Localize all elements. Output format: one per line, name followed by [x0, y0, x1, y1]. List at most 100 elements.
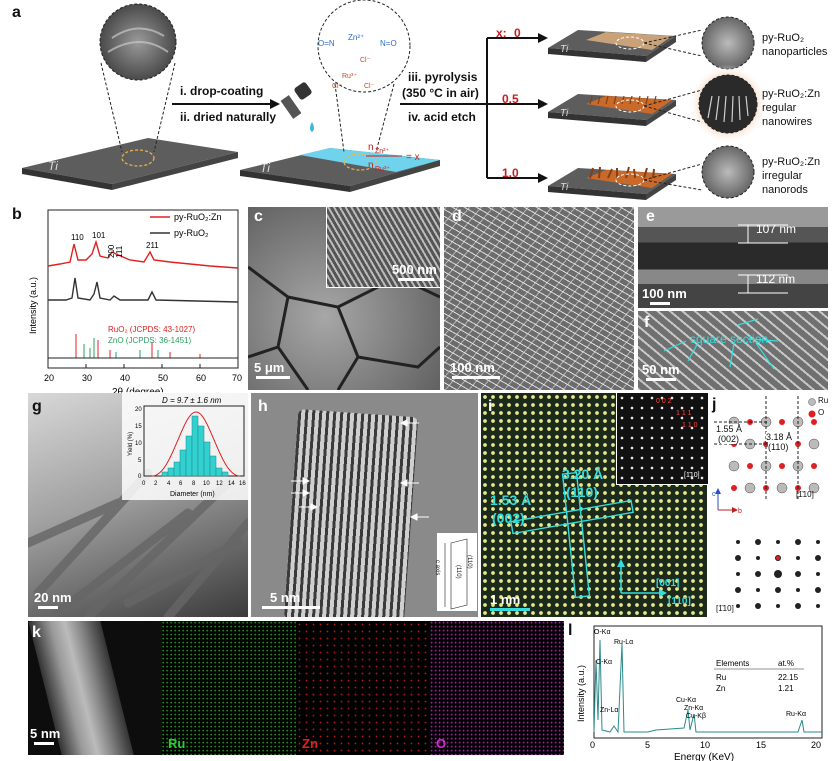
- dropper-icon: [280, 82, 314, 132]
- product-plate-2: [548, 94, 676, 126]
- panel-j-d2: 3.18 Å: [766, 432, 793, 442]
- svg-text:= x: = x: [406, 152, 420, 163]
- fft-zone: [1̄10]: [684, 472, 700, 479]
- svg-text:50: 50: [158, 373, 168, 383]
- svg-text:C-Kα: C-Kα: [596, 659, 612, 666]
- panel-e-label: e: [646, 208, 655, 225]
- panel-d-scale: 100 nm: [450, 360, 495, 375]
- svg-text:Elements: Elements: [716, 659, 749, 668]
- scalebar-f: [646, 378, 676, 381]
- panel-i-p1: (110): [566, 484, 598, 500]
- panel-f-arrows: [663, 318, 779, 370]
- svg-text:4: 4: [167, 481, 171, 487]
- svg-text:111: 111: [115, 245, 124, 258]
- scalebar-c: [256, 376, 290, 379]
- panel-b-label: b: [12, 206, 22, 223]
- svg-text:Zn-Lα: Zn-Lα: [600, 707, 618, 714]
- svg-text:Cu-Kβ: Cu-Kβ: [686, 713, 706, 720]
- diameter-histogram: D = 9.7 ± 1.6 nm Yield (%) Diameter (nm)…: [122, 392, 248, 500]
- panel-k-label: k: [32, 624, 41, 641]
- svg-text:py-RuO₂:Zn: py-RuO₂:Zn: [174, 212, 222, 222]
- eds-spectrum: O-Kα Ru-Lα C-Kα Zn-Lα Cu-Kα Zn-Kα Cu-Kβ …: [576, 625, 823, 761]
- svg-text:Ru-Lα: Ru-Lα: [614, 639, 633, 646]
- svg-text:10: 10: [135, 441, 142, 447]
- svg-text:O-Kα: O-Kα: [594, 629, 611, 636]
- product3-line1: py-RuO₂:Zn: [762, 156, 821, 168]
- eds-map-zn: [296, 621, 430, 755]
- svg-text:0: 0: [142, 481, 146, 487]
- svg-text:70: 70: [232, 373, 242, 383]
- svg-text:110: 110: [71, 233, 84, 242]
- svg-text:5: 5: [138, 458, 142, 464]
- fft-label-110: 1 1 0: [682, 422, 698, 429]
- product-plate-1: [548, 30, 676, 62]
- panel-h-face1: (110): [455, 565, 461, 579]
- ti-label-2: Ti: [260, 161, 270, 175]
- svg-text:Zn²⁺: Zn²⁺: [375, 148, 390, 155]
- svg-text:60: 60: [196, 373, 206, 383]
- product2-line1: py-RuO₂:Zn: [762, 88, 821, 100]
- x-value-2: 0.5: [502, 92, 519, 106]
- svg-text:b: b: [738, 508, 742, 515]
- panel-a-label: a: [12, 4, 21, 21]
- x-value-3: 1.0: [502, 166, 519, 180]
- svg-text:10: 10: [203, 481, 210, 487]
- product2-line3: nanowires: [762, 116, 813, 128]
- sem-image-d: [444, 207, 634, 390]
- svg-text:ZnO (JCPDS: 36-1451): ZnO (JCPDS: 36-1451): [108, 336, 191, 345]
- ti-label-1: Ti: [48, 159, 58, 173]
- panel-i-scale: 1 nm: [490, 592, 521, 607]
- panel-j-p2: (110): [768, 442, 789, 452]
- panel-j-d1: 1.55 Å: [716, 424, 743, 434]
- panel-h-axis: c axis: [434, 560, 440, 576]
- x-value-1: 0: [514, 26, 521, 40]
- panel-d-label: d: [452, 208, 462, 225]
- panel-j-zone1: [1̄10]: [796, 490, 814, 499]
- ti-plate-1: [22, 138, 238, 190]
- svg-text:Zn²⁺: Zn²⁺: [348, 33, 364, 42]
- panel-l-label: l: [568, 622, 573, 639]
- product2-line2: regular: [762, 102, 797, 114]
- scalebar-k: [34, 742, 54, 745]
- svg-text:n: n: [368, 160, 374, 171]
- sem-inset-c: [326, 207, 440, 288]
- svg-text:Yield (%): Yield (%): [128, 432, 134, 456]
- product1-line1: py-RuO₂: [762, 32, 805, 44]
- scalebar-i: [490, 608, 530, 611]
- product3-line2: irregular: [762, 170, 803, 182]
- svg-text:8: 8: [192, 481, 196, 487]
- svg-text:20: 20: [44, 373, 54, 383]
- panel-h-label: h: [258, 398, 268, 415]
- panel-i-ax2: [110]: [668, 596, 691, 607]
- panel-g-label: g: [32, 398, 42, 415]
- ti-plate-2: [240, 148, 440, 192]
- svg-text:Ru³⁺: Ru³⁺: [375, 166, 390, 173]
- fft-inset-i: [616, 393, 708, 485]
- svg-text:Cu-Kα: Cu-Kα: [676, 697, 696, 704]
- panel-g-scale: 20 nm: [34, 590, 72, 605]
- panel-c-label: c: [254, 208, 263, 225]
- sem-circle-nanorods: [701, 145, 755, 199]
- svg-text:200: 200: [107, 244, 116, 258]
- svg-text:5: 5: [645, 740, 650, 750]
- panel-i-overlay: [510, 471, 667, 599]
- panel-j-p1: (002): [718, 434, 740, 444]
- svg-text:c: c: [712, 491, 716, 498]
- eds-map-o: [430, 621, 564, 755]
- panel-j-zone2: [1̄10]: [716, 604, 734, 613]
- fft-label-002: 0 0 2: [656, 398, 672, 405]
- sem-circle-nanoparticles: [701, 16, 755, 70]
- sem-image-e: [638, 207, 828, 308]
- scalebar-c-inset: [398, 278, 434, 281]
- svg-text:O=N: O=N: [318, 39, 335, 48]
- panel-j-label: j: [712, 396, 717, 413]
- svg-text:py-RuO₂: py-RuO₂: [174, 228, 209, 238]
- svg-text:Zn: Zn: [716, 684, 725, 693]
- svg-text:Diameter (nm): Diameter (nm): [170, 491, 215, 498]
- step4-label: iv. acid etch: [408, 110, 476, 124]
- panel-e-m2: 112 nm: [756, 272, 796, 286]
- product3-line3: nanorods: [762, 184, 808, 196]
- panel-e-scale: 100 nm: [642, 286, 687, 301]
- panel-h-face2: (110): [466, 555, 472, 569]
- step3-label: iii. pyrolysis: [408, 70, 478, 84]
